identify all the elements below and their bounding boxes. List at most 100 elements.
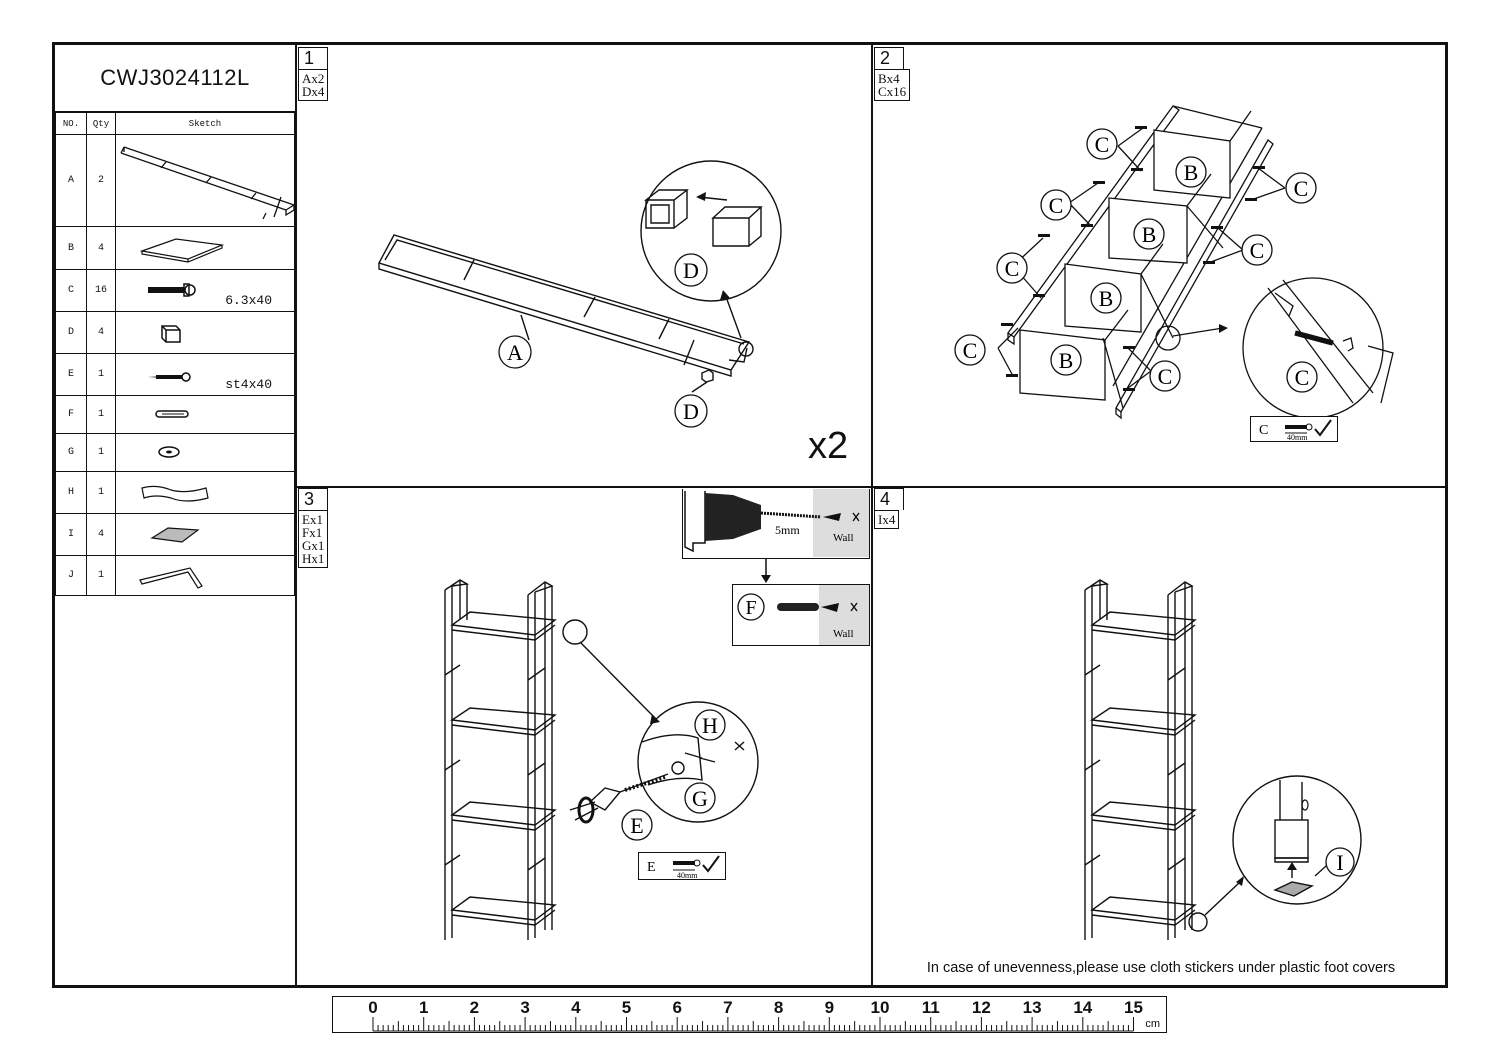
bolt-icon bbox=[148, 283, 196, 297]
callout-A bbox=[498, 335, 532, 369]
wood-screw-icon bbox=[148, 372, 191, 382]
table-row: B 4 bbox=[55, 226, 295, 270]
header-sketch: Sketch bbox=[115, 112, 295, 135]
header-qty: Qty bbox=[86, 112, 116, 135]
svg-text:C: C bbox=[1095, 132, 1110, 157]
svg-text:C: C bbox=[1295, 365, 1310, 390]
parts-table: NO. Qty Sketch A 2 B 4 bbox=[55, 112, 295, 596]
part-qty: 4 bbox=[86, 226, 116, 270]
table-row: E 1 st4x40 bbox=[55, 353, 295, 396]
svg-text:Wall: Wall bbox=[833, 628, 854, 640]
svg-text:C: C bbox=[1294, 176, 1309, 201]
part-sketch-wood-screw: st4x40 bbox=[115, 353, 295, 396]
step-1-number: 1 bbox=[298, 47, 328, 69]
step-part-qty: Bx4 bbox=[878, 71, 900, 86]
step-part-qty: Ax2 bbox=[302, 71, 325, 86]
step-1-parts: Ax2 Dx4 bbox=[298, 69, 329, 101]
svg-text:C: C bbox=[1259, 423, 1268, 438]
step-part-qty: Gx1 bbox=[302, 538, 325, 553]
part-sketch-insert bbox=[115, 311, 295, 354]
ruler-number: 15 bbox=[1124, 998, 1143, 1017]
svg-text:C: C bbox=[1005, 256, 1020, 281]
part-no: I bbox=[55, 513, 87, 556]
svg-text:E: E bbox=[630, 813, 643, 838]
svg-text:40mm: 40mm bbox=[1287, 433, 1308, 441]
svg-text:D: D bbox=[683, 258, 699, 283]
step-2-parts: Bx4 Cx16 bbox=[874, 69, 911, 101]
part-sketch-anchor bbox=[115, 395, 295, 434]
part-sketch-pad bbox=[115, 513, 295, 556]
part-no: J bbox=[55, 555, 87, 596]
step-4-number: 4 bbox=[874, 488, 904, 510]
ruler-unit: cm bbox=[1145, 1018, 1160, 1030]
screw-size: st4x40 bbox=[225, 377, 272, 392]
svg-text:40mm: 40mm bbox=[677, 871, 698, 879]
ruler-number: 1 bbox=[418, 998, 429, 1017]
ladder-frame-icon bbox=[120, 146, 295, 220]
svg-text:5mm: 5mm bbox=[775, 523, 800, 537]
step-part-qty: Cx16 bbox=[878, 84, 907, 99]
shelf-board-icon bbox=[139, 238, 225, 263]
part-qty: 4 bbox=[86, 513, 116, 556]
svg-text:C: C bbox=[1250, 238, 1265, 263]
instruction-sheet-frame bbox=[52, 42, 1448, 988]
felt-pad-icon bbox=[150, 527, 200, 543]
ruler-number: 7 bbox=[723, 998, 733, 1017]
svg-text:G: G bbox=[692, 786, 708, 811]
svg-text:E: E bbox=[647, 860, 656, 875]
drill-callout: 5mm Wall bbox=[682, 489, 870, 559]
ruler-number: 0 bbox=[368, 998, 378, 1017]
repeat-multiplier: x2 bbox=[808, 425, 849, 467]
svg-text:C: C bbox=[1049, 193, 1064, 218]
allen-key-icon bbox=[139, 567, 203, 589]
part-qty: 1 bbox=[86, 433, 116, 472]
ruler-number: 5 bbox=[621, 998, 632, 1017]
part-qty: 1 bbox=[86, 555, 116, 596]
unevenness-note: In case of unevenness,please use cloth s… bbox=[926, 960, 1396, 976]
part-sketch-bolt: 6.3x40 bbox=[115, 269, 295, 312]
bolt-length-gauge-icon: C 40mm bbox=[1259, 419, 1332, 442]
part-sketch-strap bbox=[115, 471, 295, 514]
step-3-bookshelf-illustration: H G E bbox=[444, 579, 759, 940]
part-sketch-washer bbox=[115, 433, 295, 472]
svg-text:F: F bbox=[745, 597, 756, 619]
parts-list-panel: CWJ3024112L NO. Qty Sketch A 2 bbox=[55, 45, 297, 985]
bolt-size: 6.3x40 bbox=[225, 293, 272, 308]
ruler-number: 12 bbox=[971, 998, 991, 1017]
ruler-number: 2 bbox=[469, 998, 480, 1017]
safety-strap-icon bbox=[141, 485, 209, 502]
panel-divider-horizontal bbox=[297, 486, 1445, 488]
washer-icon bbox=[158, 446, 180, 458]
svg-text:Wall: Wall bbox=[833, 532, 854, 544]
part-qty: 16 bbox=[86, 269, 116, 312]
step-3-parts: Ex1 Fx1 Gx1 Hx1 bbox=[298, 510, 329, 568]
wall-anchor-insert-icon: F Wall bbox=[737, 585, 869, 645]
part-no: B bbox=[55, 226, 87, 270]
table-row: A 2 bbox=[55, 134, 295, 227]
svg-text:H: H bbox=[702, 713, 718, 738]
step-part-qty: Ex1 bbox=[302, 512, 323, 527]
part-no: E bbox=[55, 353, 87, 396]
ruler-number: 4 bbox=[571, 998, 581, 1017]
svg-text:B: B bbox=[1059, 348, 1074, 373]
screw-length-check: E 40mm bbox=[638, 852, 726, 880]
panel-divider-vertical bbox=[871, 45, 873, 985]
part-sketch-frame bbox=[115, 134, 295, 227]
square-insert-icon bbox=[161, 325, 181, 343]
ruler-number: 10 bbox=[870, 998, 890, 1017]
step-2-illustration: C C C C C C C C B B B B bbox=[954, 105, 1394, 420]
ruler-number: 14 bbox=[1073, 998, 1093, 1017]
part-no: F bbox=[55, 395, 87, 434]
ruler-number: 11 bbox=[921, 998, 940, 1017]
step-4-parts: Ix4 bbox=[874, 510, 900, 529]
table-row: C 16 6.3x40 bbox=[55, 269, 295, 312]
table-row: G 1 bbox=[55, 433, 295, 472]
step-part-qty: Ix4 bbox=[878, 512, 896, 527]
part-qty: 2 bbox=[86, 134, 116, 227]
table-row: J 1 bbox=[55, 555, 295, 596]
part-no: A bbox=[55, 134, 87, 227]
step-part-qty: Hx1 bbox=[302, 551, 325, 566]
anchor-callout: F Wall bbox=[732, 584, 870, 646]
bolt-length-check: C 40mm bbox=[1250, 416, 1338, 442]
